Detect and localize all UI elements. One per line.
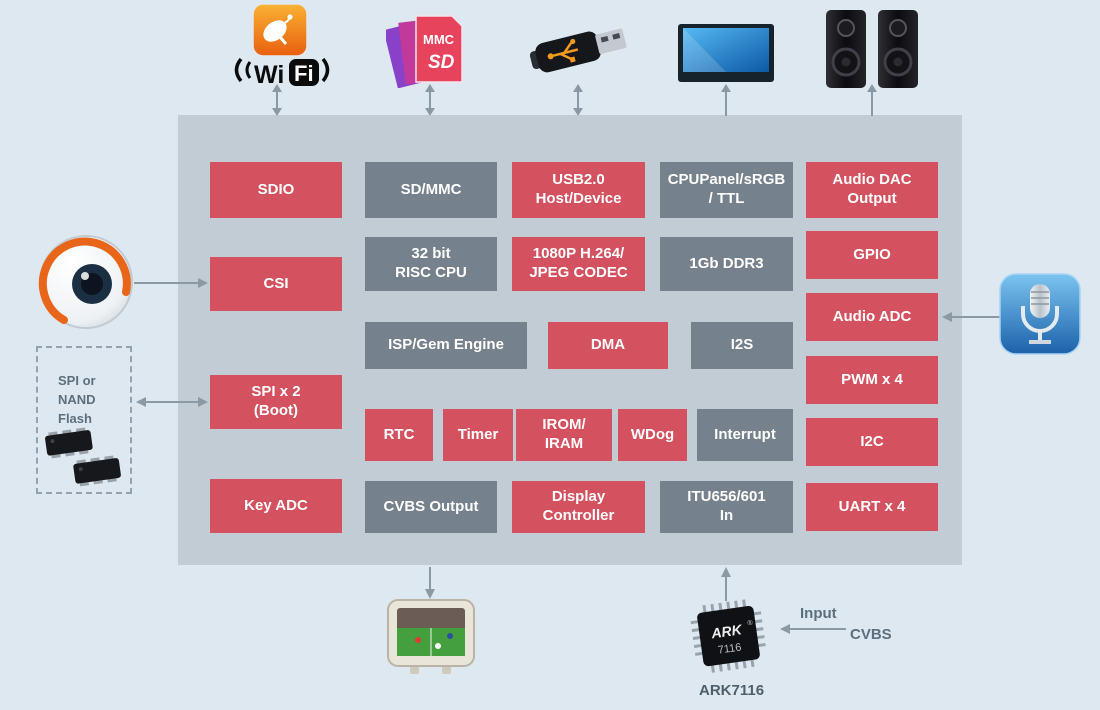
- cvbs-input-arrow: [780, 624, 846, 634]
- display-arrow: [721, 84, 731, 116]
- block-usb2-host-device: USB2.0 Host/Device: [512, 162, 645, 218]
- ark7116-chip-icon: ARK ® 7116: [690, 599, 766, 673]
- mic-audio-adc-arrow: [942, 312, 1002, 322]
- block-pwm: PWM x 4: [806, 356, 938, 404]
- display-panel-icon: [678, 24, 774, 82]
- block-dma: DMA: [548, 322, 668, 369]
- block-cvbs-output: CVBS Output: [365, 481, 497, 533]
- spi-nand-flash-box: SPI or NAND Flash: [36, 346, 132, 494]
- block-csi: CSI: [210, 257, 342, 311]
- svg-text:Wi: Wi: [254, 61, 284, 89]
- speakers-arrow: [867, 84, 877, 116]
- svg-text:SD: SD: [428, 52, 455, 73]
- usb-arrow: [573, 84, 583, 116]
- block-wdog: WDog: [618, 409, 687, 461]
- block-timer: Timer: [443, 409, 513, 461]
- svg-text:Fi: Fi: [294, 61, 314, 86]
- wifi-icon: Wi Fi: [234, 4, 330, 89]
- block-itu656-in: ITU656/601 In: [660, 481, 793, 533]
- block-i2c: I2C: [806, 418, 938, 466]
- sdcard-sdmmc-arrow: [425, 84, 435, 116]
- block-rtc: RTC: [365, 409, 433, 461]
- svg-text:®: ®: [747, 619, 754, 628]
- block-isp-gem-engine: ISP/Gem Engine: [365, 322, 527, 369]
- block-gpio: GPIO: [806, 231, 938, 279]
- block-sd-mmc: SD/MMC: [365, 162, 497, 218]
- block-audio-dac-output: Audio DAC Output: [806, 162, 938, 218]
- block-display-controller: Display Controller: [512, 481, 645, 533]
- svg-text:ARK: ARK: [709, 621, 743, 641]
- microphone-icon: [999, 273, 1081, 355]
- input-label: Input: [800, 605, 837, 622]
- cvbs-monitor-arrow: [425, 567, 435, 599]
- block-sdio: SDIO: [210, 162, 342, 218]
- block-key-adc: Key ADC: [210, 479, 342, 533]
- ark7116-label: ARK7116: [699, 682, 765, 699]
- svg-text:7116: 7116: [717, 641, 742, 656]
- camera-csi-arrow: [134, 278, 208, 288]
- speakers-icon: [826, 10, 918, 88]
- spi-nand-flash-label: SPI or NAND Flash: [58, 373, 96, 426]
- flash-chips-icon: [45, 427, 121, 487]
- mmc-sd-card-icon: MMC SD: [386, 15, 463, 88]
- block-i2s: I2S: [691, 322, 793, 369]
- block-spi-boot: SPI x 2 (Boot): [210, 375, 342, 429]
- block-audio-adc: Audio ADC: [806, 293, 938, 341]
- block-irom-iram: IROM/ IRAM: [516, 409, 612, 461]
- flash-spi-arrow: [136, 397, 208, 407]
- usb-drive-icon: [529, 28, 627, 73]
- block-interrupt: Interrupt: [697, 409, 793, 461]
- car-monitor-icon: [387, 599, 475, 674]
- block-cpupanel-srgb-ttl: CPUPanel/sRGB / TTL: [660, 162, 793, 218]
- camera-icon: [38, 235, 133, 329]
- cvbs-label: CVBS: [850, 626, 892, 643]
- block-risc-cpu: 32 bit RISC CPU: [365, 237, 497, 291]
- block-ddr3: 1Gb DDR3: [660, 237, 793, 291]
- ark-itu656-arrow: [721, 567, 731, 601]
- svg-text:MMC: MMC: [423, 32, 455, 47]
- wifi-sdio-arrow: [272, 84, 282, 116]
- block-uart: UART x 4: [806, 483, 938, 531]
- block-jpeg-codec: 1080P H.264/ JPEG CODEC: [512, 237, 645, 291]
